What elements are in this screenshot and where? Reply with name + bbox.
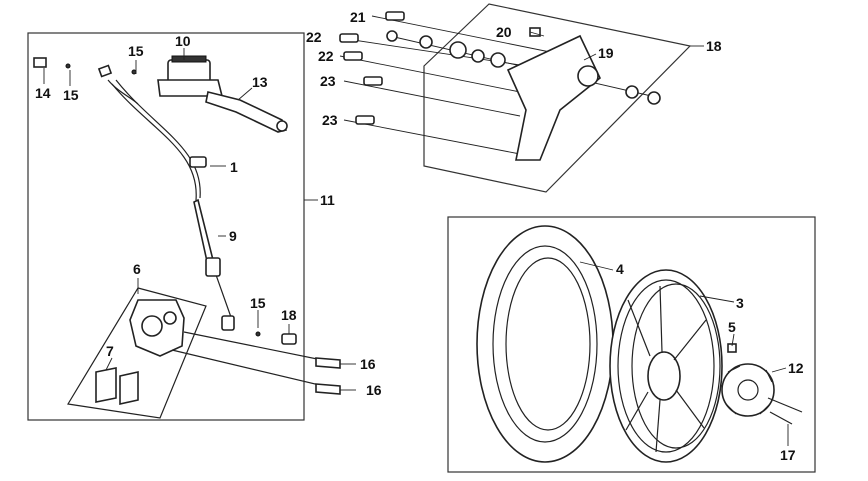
callout-12: 12 xyxy=(788,360,804,376)
callout-3: 3 xyxy=(736,295,744,311)
callout-11: 11 xyxy=(320,192,335,208)
callout-22a: 22 xyxy=(306,29,322,45)
callout-18b: 18 xyxy=(281,307,297,323)
callout-17: 17 xyxy=(780,447,796,463)
leader-lines xyxy=(43,31,789,446)
callout-16b: 16 xyxy=(366,382,382,398)
callout-10: 10 xyxy=(175,33,191,49)
brake-lever xyxy=(205,91,288,133)
callout-15b: 15 xyxy=(63,87,79,103)
brake-disc xyxy=(721,343,803,425)
callout-23b: 23 xyxy=(322,112,338,128)
callout-21: 21 xyxy=(350,9,366,25)
callout-15a: 15 xyxy=(128,43,144,59)
brake-bolts xyxy=(171,331,341,395)
callout-18a: 18 xyxy=(706,38,722,54)
callout-5: 5 xyxy=(728,319,736,335)
hose-fittings xyxy=(33,57,137,78)
callout-13: 13 xyxy=(252,74,268,90)
callout-9: 9 xyxy=(229,228,237,244)
callout-14: 14 xyxy=(35,85,51,101)
caliper xyxy=(67,287,207,419)
callout-19: 19 xyxy=(598,45,614,61)
callout-7: 7 xyxy=(106,343,114,359)
callout-23a: 23 xyxy=(320,73,336,89)
master-cylinder xyxy=(157,55,224,97)
callout-20: 20 xyxy=(496,24,512,40)
swingarm-bracket-box xyxy=(423,3,692,193)
brake-assembly-box xyxy=(27,32,305,421)
callout-15c: 15 xyxy=(250,295,266,311)
wheel-assembly-box xyxy=(447,216,816,473)
callout-6: 6 xyxy=(133,261,141,277)
tire xyxy=(476,225,614,463)
callout-4: 4 xyxy=(616,261,624,277)
brake-hose xyxy=(107,79,235,331)
callout-22b: 22 xyxy=(318,48,334,64)
callout-1: 1 xyxy=(230,159,238,175)
callout-16a: 16 xyxy=(360,356,376,372)
rim xyxy=(609,269,723,463)
bracket-parts xyxy=(339,11,661,161)
